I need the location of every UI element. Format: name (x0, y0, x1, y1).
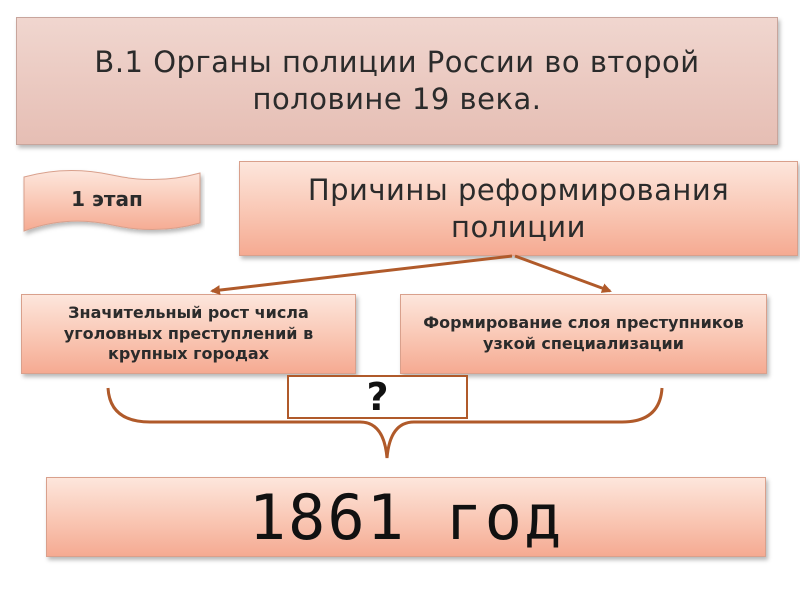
stage-badge-shape (23, 170, 201, 232)
question-mark-box: ? (287, 375, 468, 419)
cause-crime-growth: Значительный рост числа уголовных престу… (21, 294, 356, 374)
slide-title: В.1 Органы полиции России во второй поло… (16, 17, 778, 145)
slide-title-text: В.1 Органы полиции России во второй поло… (94, 44, 700, 116)
arrow-to-right-cause (514, 254, 612, 293)
reasons-header: Причины реформирования полиции (239, 161, 798, 256)
result-year-text: 1861 год (248, 480, 564, 554)
question-mark: ? (366, 375, 389, 419)
stage-label: 1 этап (71, 187, 143, 211)
stage-badge: 1 этап (22, 165, 205, 240)
cause-crime-growth-text: Значительный рост числа уголовных престу… (63, 302, 314, 364)
result-year: 1861 год (46, 477, 766, 557)
reasons-header-text: Причины реформирования полиции (307, 173, 730, 244)
cause-criminal-specialization-text: Формирование слоя преступников узкой спе… (423, 313, 744, 353)
cause-criminal-specialization: Формирование слоя преступников узкой спе… (400, 294, 767, 374)
arrow-to-left-cause (210, 254, 513, 296)
